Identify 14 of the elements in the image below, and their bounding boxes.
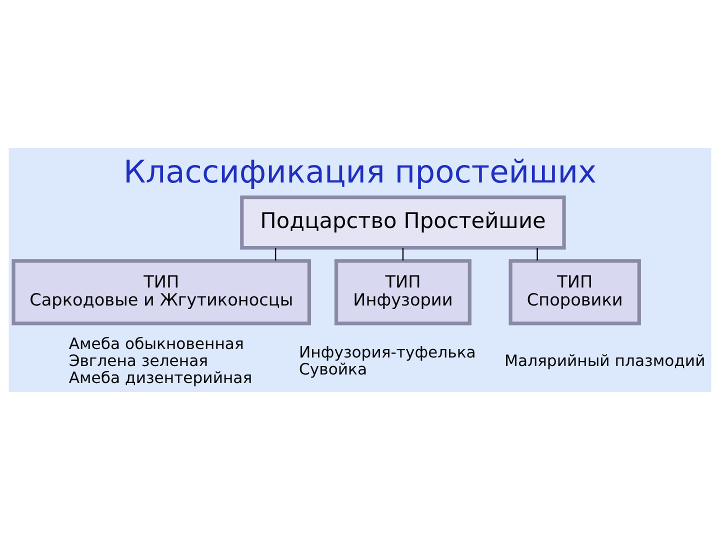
- node-label: Эвглена зеленая: [68, 352, 208, 370]
- connector: [274, 248, 276, 260]
- connector: [536, 248, 538, 260]
- node-label: Инфузория-туфелька: [299, 344, 476, 362]
- node-label: Амеба дизентерийная: [68, 368, 252, 387]
- node-box: ТИП Инфузории: [334, 259, 472, 326]
- diagram-title: Классификация простейших: [123, 154, 597, 191]
- node-box: Подцарство Простейшие: [240, 195, 566, 250]
- node-label: Сувойка: [299, 360, 368, 378]
- node-box: ТИП Споровики: [508, 259, 641, 326]
- node-label: Амеба обыкновенная: [68, 335, 244, 354]
- node-label: Малярийный плазмодий: [504, 352, 706, 370]
- node-box: ТИП Саркодовые и Жгутиконосцы: [12, 259, 312, 326]
- connector: [402, 248, 404, 260]
